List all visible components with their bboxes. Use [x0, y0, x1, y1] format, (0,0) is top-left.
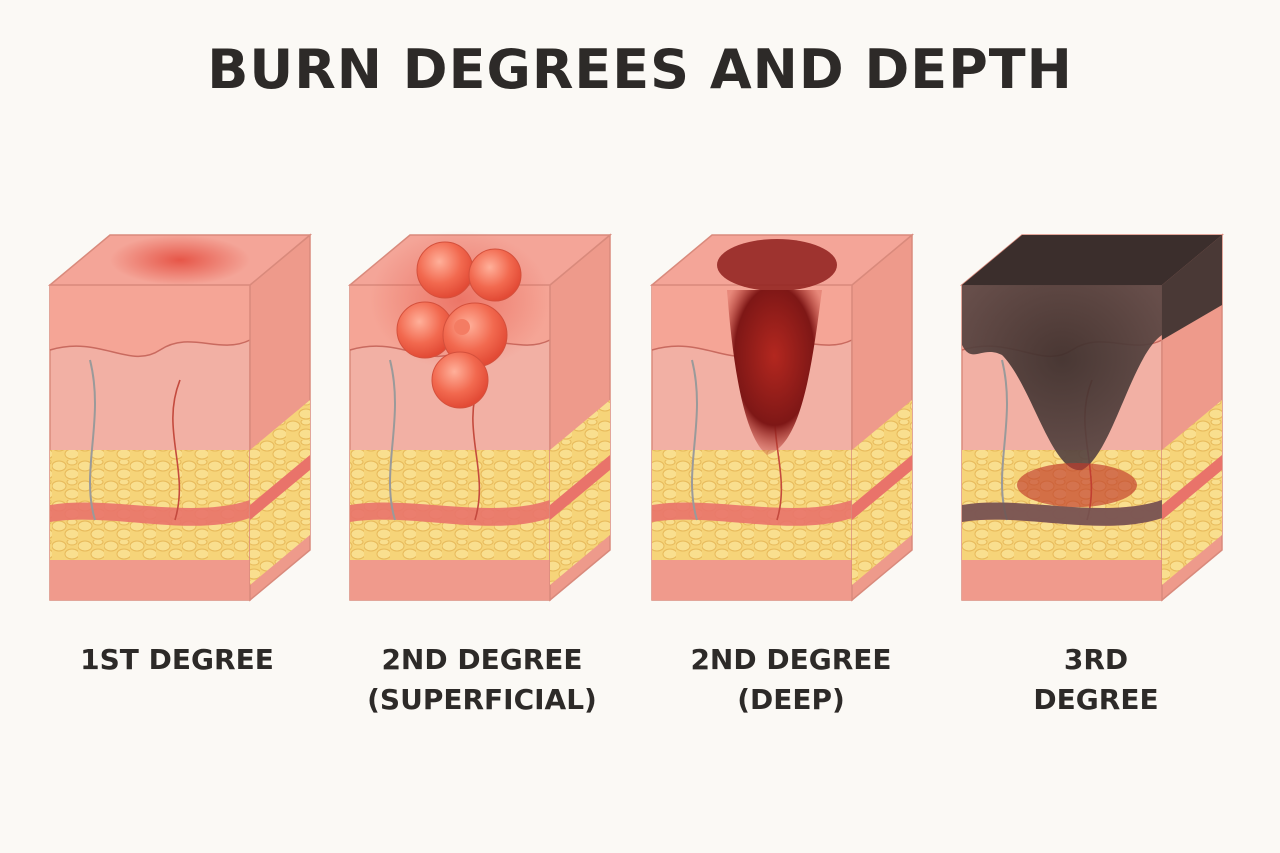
label-2nd-degree-deep: 2ND DEGREE (DEEP)	[690, 643, 892, 716]
label-2nd-degree-superficial: 2ND DEGREE (SUPERFICIAL)	[367, 643, 597, 716]
skin-block-third-degree	[959, 233, 1225, 602]
label-1st-degree: 1ST DEGREE	[80, 643, 274, 676]
page-title: BURN DEGREES AND DEPTH	[207, 38, 1073, 101]
skin-block-second-degree-deep	[649, 233, 915, 602]
skin-block-second-degree-superficial	[347, 230, 613, 602]
label-3rd-degree: 3RD DEGREE	[1033, 643, 1159, 716]
skin-block-first-degree	[47, 233, 313, 602]
